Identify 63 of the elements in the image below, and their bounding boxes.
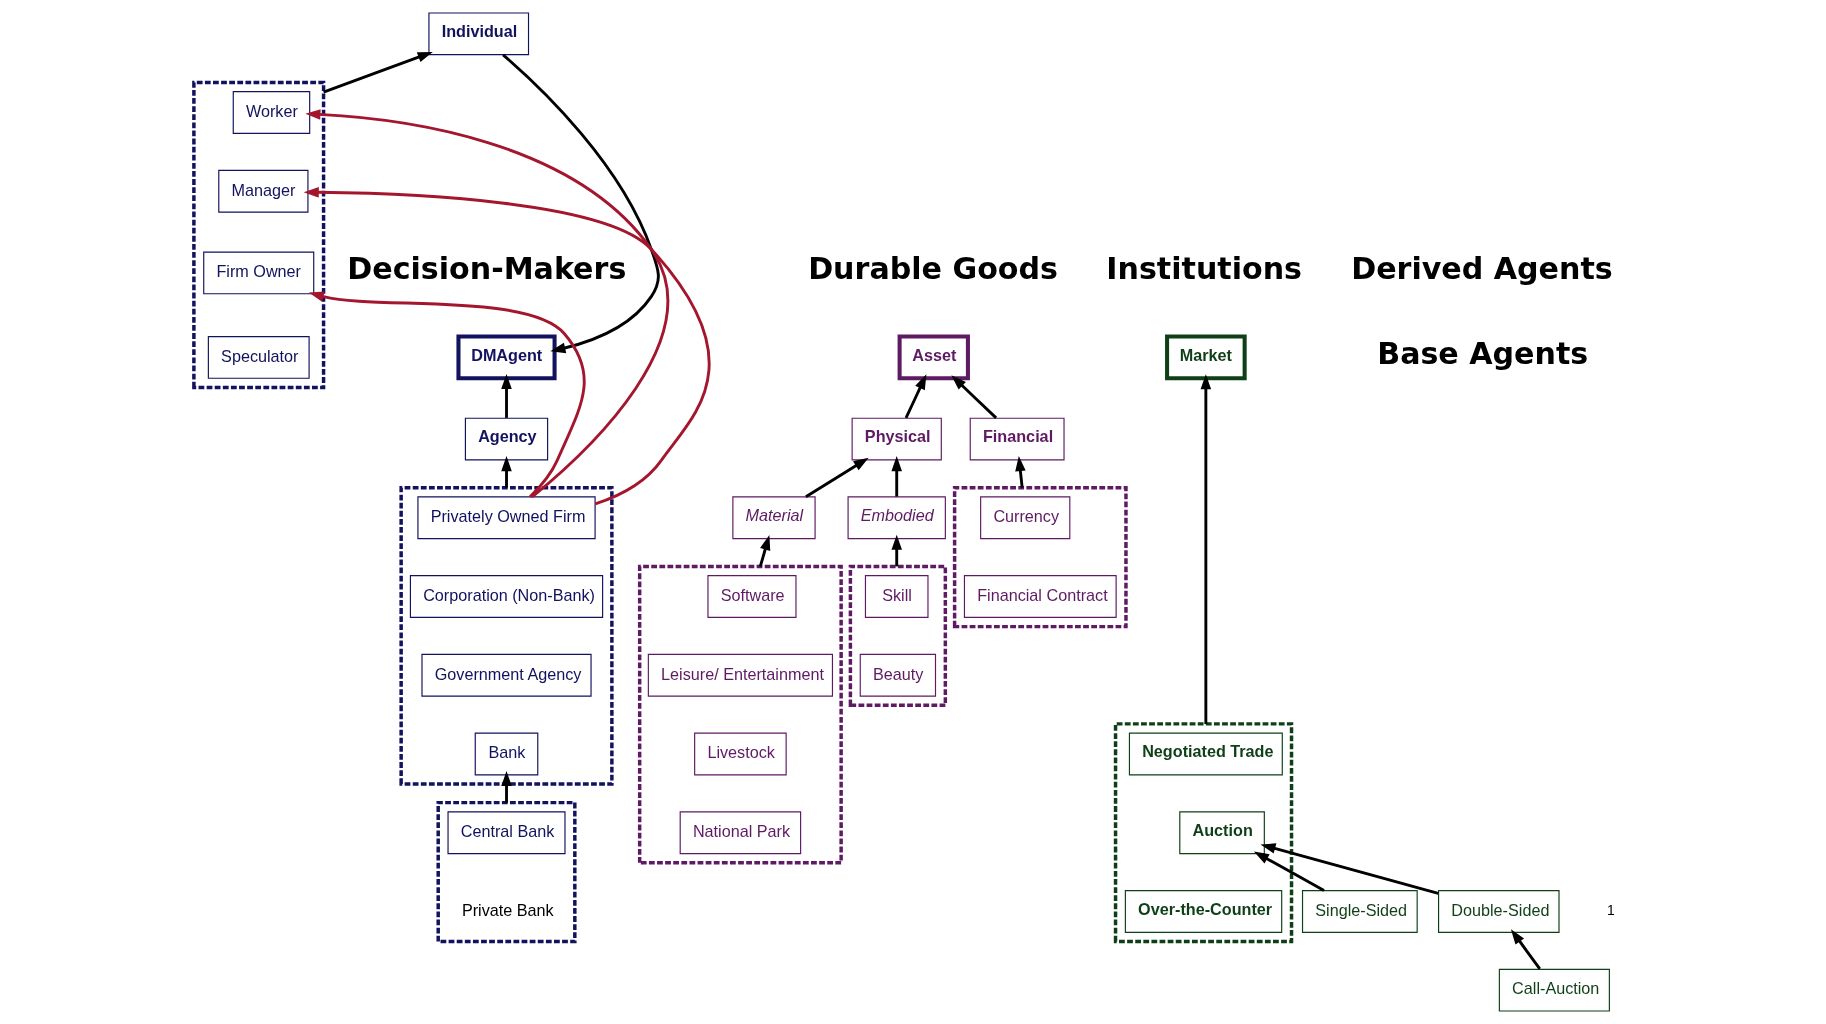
arrow <box>308 291 586 498</box>
node-box: Physical <box>851 417 942 461</box>
cluster <box>637 564 843 865</box>
node-box: Market <box>1164 334 1247 381</box>
node-box: Embodied <box>847 496 946 540</box>
node-box: Beauty <box>859 653 936 697</box>
node-box: Skill <box>864 575 929 618</box>
arrow <box>1014 456 1026 488</box>
node-box: Firm Owner <box>202 251 314 295</box>
arrow <box>303 187 711 506</box>
arrow <box>500 456 512 488</box>
node-box: Call-Auction <box>1498 968 1610 1012</box>
node-text: Private Bank <box>461 900 554 919</box>
node-box: Double-Sided <box>1437 890 1560 933</box>
node-box: Material <box>731 496 816 540</box>
cluster <box>848 564 947 708</box>
label: Decision-Makers <box>346 251 626 287</box>
node-box: Financial Contract <box>963 575 1117 618</box>
node-box: Negotiated Trade <box>1128 732 1283 776</box>
arrow <box>322 51 433 94</box>
node-box: Over-the-Counter <box>1124 890 1282 933</box>
arrow <box>500 373 512 418</box>
node-box: Financial <box>969 417 1065 461</box>
node-box: Auction <box>1178 811 1265 855</box>
arrow <box>890 456 902 497</box>
node-box: Central Bank <box>446 811 566 855</box>
arrow <box>1510 929 1541 970</box>
cluster <box>435 800 577 944</box>
arrow <box>1200 374 1211 724</box>
arrow <box>1253 851 1325 892</box>
node-box: Manager <box>217 169 308 213</box>
arrow <box>500 770 512 803</box>
arrow <box>501 53 660 354</box>
node-box: Speculator <box>207 336 310 379</box>
node-box: National Park <box>679 811 801 855</box>
label: Durable Goods <box>807 251 1058 287</box>
node-box: Leisure/ Entertainment <box>647 653 833 697</box>
label: Derived Agents <box>1350 251 1613 287</box>
node-box: Agency <box>464 417 548 461</box>
arrow <box>304 109 669 498</box>
node-box: Privately Owned Firm <box>416 496 596 540</box>
node-box: Asset <box>897 334 970 381</box>
arrow <box>804 457 869 498</box>
cluster <box>952 485 1128 629</box>
arrow <box>758 534 770 567</box>
arrow <box>1260 843 1439 895</box>
node-box: Individual <box>427 12 529 56</box>
label: Institutions <box>1105 251 1302 287</box>
node-box: Software <box>706 575 797 618</box>
node-box: DMAgent <box>455 334 557 381</box>
node-box: Currency <box>979 496 1070 540</box>
node-box: Livestock <box>693 732 787 776</box>
label: 1 <box>1606 902 1615 919</box>
node-box: Single-Sided <box>1301 890 1418 933</box>
node-box: Government Agency <box>420 653 592 697</box>
cluster <box>1113 722 1293 944</box>
node-box: Bank <box>474 732 538 776</box>
label: Base Agents <box>1376 335 1588 371</box>
node-box: Corporation (Non-Bank) <box>409 575 603 618</box>
node-box: Worker <box>232 91 310 134</box>
arrow <box>950 375 997 419</box>
arrow <box>904 374 926 419</box>
arrow <box>890 534 902 567</box>
